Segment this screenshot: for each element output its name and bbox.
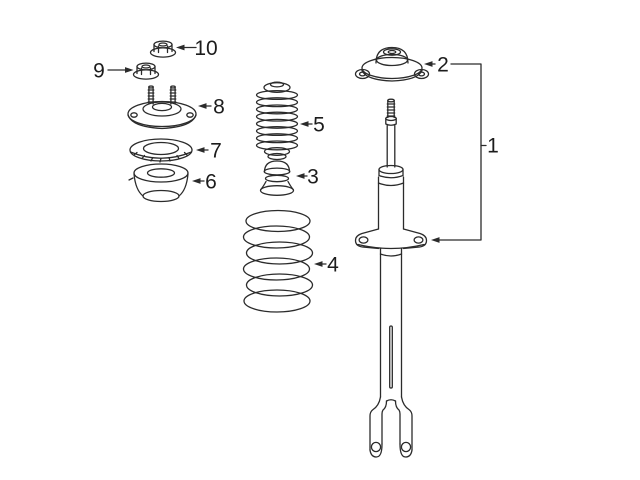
strut-assembly-drawing <box>354 98 428 458</box>
arrowhead <box>431 237 440 243</box>
callout-2[interactable]: 2 <box>424 54 449 77</box>
callout-label: 1 <box>487 135 499 158</box>
arrowhead <box>176 44 185 51</box>
callout-10[interactable]: 10 <box>176 37 218 60</box>
callout-5[interactable]: 5 <box>300 114 325 137</box>
callout-label: 5 <box>313 114 325 137</box>
flange-nut-upper-drawing <box>149 40 177 58</box>
callout-8[interactable]: 8 <box>198 96 225 119</box>
callout-label: 8 <box>213 96 225 119</box>
flange-nut-lower-drawing <box>132 62 160 80</box>
dust-boot-drawing <box>255 81 299 161</box>
arrowhead <box>192 178 201 184</box>
coil-spring-drawing <box>242 209 314 313</box>
lower-spring-mount-drawing <box>128 163 189 203</box>
callout-3[interactable]: 3 <box>296 166 319 189</box>
callout-1[interactable]: 1 <box>431 63 499 243</box>
callout-9[interactable]: 9 <box>93 60 134 83</box>
callout-4[interactable]: 4 <box>314 254 339 277</box>
callout-label: 9 <box>93 60 105 83</box>
callout-7[interactable]: 7 <box>196 140 222 163</box>
arrowhead <box>424 61 433 67</box>
bracket-line <box>438 63 482 241</box>
spring-seat-ring-drawing <box>129 138 193 163</box>
bump-stop-drawing <box>259 160 295 196</box>
arrowhead <box>300 121 309 127</box>
arrowhead <box>296 173 305 179</box>
callout-label: 2 <box>437 54 449 77</box>
callout-label: 6 <box>205 171 217 194</box>
arrowhead <box>314 261 323 267</box>
arrowhead <box>196 147 205 153</box>
callout-label: 4 <box>327 254 339 277</box>
callout-label: 7 <box>210 140 222 163</box>
arrowhead <box>125 67 134 73</box>
callout-6[interactable]: 6 <box>192 171 217 194</box>
arrowhead <box>198 103 207 109</box>
callout-label: 10 <box>194 37 217 60</box>
callout-label: 3 <box>307 166 319 189</box>
upper-strut-mount-drawing <box>127 85 197 130</box>
upper-mount-plate-drawing <box>354 46 430 82</box>
